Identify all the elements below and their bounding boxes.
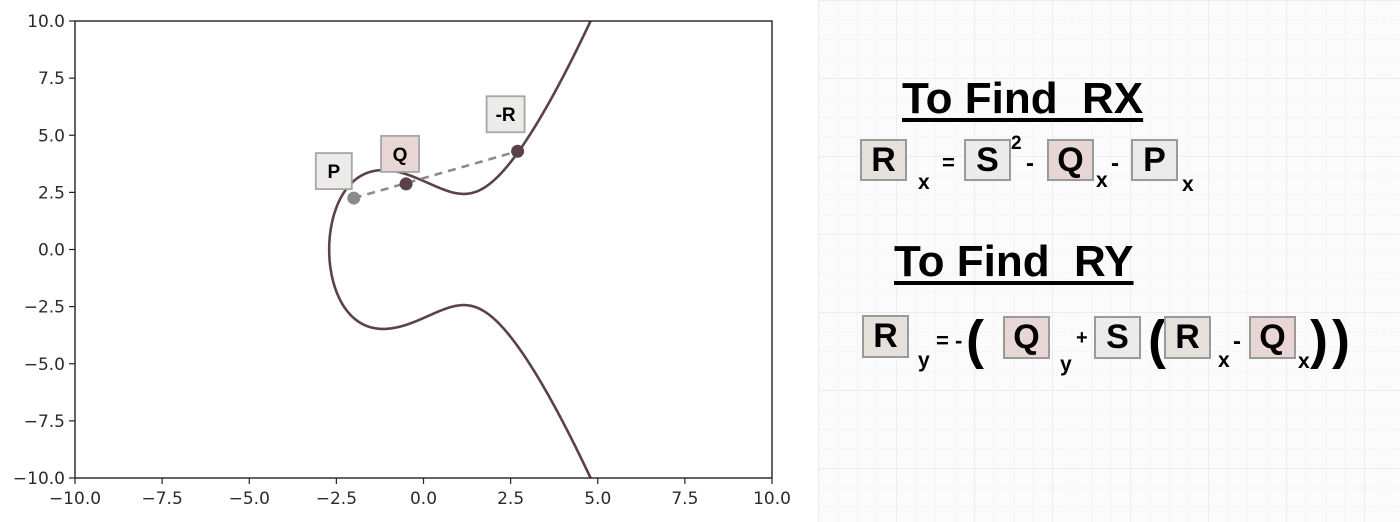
rx-p-subscript: x xyxy=(1182,173,1194,196)
y-tick-label: −2.5 xyxy=(24,298,65,318)
y-tick-label: 0.0 xyxy=(38,241,65,261)
point-label-box-p xyxy=(314,152,353,190)
y-tick-label: 7.5 xyxy=(38,69,65,89)
rx-s-exponent: 2 xyxy=(1011,133,1022,154)
point-label-neg-r: -R xyxy=(496,105,516,126)
ry-q2-subscript: x xyxy=(1298,350,1310,373)
curve-series-line xyxy=(327,21,593,478)
point-label-box-q xyxy=(380,135,420,173)
x-tick-label: 0.0 xyxy=(410,489,437,509)
elliptic-curve-chart: P Q -R −10.0 −7.5 −5.0 −2.5 0.0 2.5 5.0 7.5 10.0 10… xyxy=(13,12,791,509)
rx-r-box: R xyxy=(860,139,907,181)
rx-p-box: P xyxy=(1131,139,1178,181)
x-tick-label: −7.5 xyxy=(141,489,182,509)
ry-r-subscript: y xyxy=(918,349,930,372)
rx-q-box: Q xyxy=(1047,139,1094,181)
x-tick-label: −5.0 xyxy=(229,489,270,509)
point-label-q: Q xyxy=(393,145,408,166)
rx-minus-1: - xyxy=(1026,150,1034,177)
ry-plus: + xyxy=(1076,327,1088,349)
secant-dashed-line xyxy=(353,149,518,200)
formula-panel: To Find RX R x = S 2 - Q x - P x To Find… xyxy=(818,0,1400,522)
point-marker-neg-r xyxy=(511,144,525,158)
rx-s-box: S xyxy=(964,139,1011,181)
ry-close-paren-2: ) xyxy=(1332,310,1350,370)
plot-frame xyxy=(74,20,773,479)
ry-s-box: S xyxy=(1094,316,1141,359)
point-marker-q xyxy=(399,177,413,191)
y-tick-label: −5.0 xyxy=(24,355,65,375)
rx-r-subscript: x xyxy=(918,171,930,194)
ry-q-box: Q xyxy=(1003,316,1050,359)
y-tick-label: 10.0 xyxy=(27,12,65,32)
ry-minus: - xyxy=(1233,328,1241,355)
ry-q-subscript: y xyxy=(1060,353,1072,376)
point-label-p: P xyxy=(327,162,340,183)
ry-q2-box: Q xyxy=(1249,316,1296,359)
ry-open-paren-2: ( xyxy=(1148,310,1166,370)
ry-r-box: R xyxy=(862,315,909,358)
rx-minus-2: - xyxy=(1111,150,1119,177)
x-tick-label: 5.0 xyxy=(584,489,611,509)
x-tick-label: 2.5 xyxy=(497,489,524,509)
chart-panel: P Q -R −10.0 −7.5 −5.0 −2.5 0.0 2.5 5.0 7.5 10.0 10… xyxy=(12,12,791,509)
x-tick-label: 7.5 xyxy=(671,489,698,509)
ry-r2-subscript: x xyxy=(1218,349,1230,372)
x-tick-label: −2.5 xyxy=(316,489,357,509)
heading-find-rx: To Find RX xyxy=(902,74,1144,123)
y-tick-label: 2.5 xyxy=(38,183,65,203)
ry-r2-box: R xyxy=(1164,316,1211,359)
ry-equals-minus: = - xyxy=(936,328,963,353)
x-tick-label: −10.0 xyxy=(49,489,101,509)
x-tick-label: 10.0 xyxy=(753,489,791,509)
y-tick-label: −7.5 xyxy=(24,412,65,432)
rx-q-subscript: x xyxy=(1096,169,1108,192)
heading-find-ry: To Find RY xyxy=(894,237,1134,286)
point-label-box-neg-r xyxy=(485,95,526,134)
ry-open-paren-1: ( xyxy=(966,310,984,370)
point-marker-p xyxy=(347,191,361,205)
ry-close-paren-1: ) xyxy=(1310,310,1328,370)
rx-equals: = xyxy=(942,150,955,175)
y-tick-label: 5.0 xyxy=(38,126,65,146)
y-tick-label: −10.0 xyxy=(13,469,65,489)
